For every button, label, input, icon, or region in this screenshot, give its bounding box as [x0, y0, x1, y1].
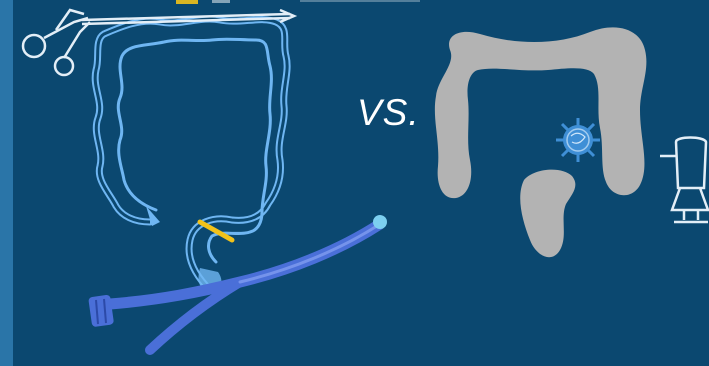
colon-outline-icon [95, 19, 287, 292]
lesion-marker [200, 222, 232, 240]
colon-silhouette-icon [435, 27, 647, 257]
top-text-fragments [176, 0, 420, 4]
vs-label: VS. [357, 94, 420, 131]
y-catheter-icon [88, 215, 387, 350]
tumor-icon [556, 118, 600, 162]
pump-icon [660, 138, 708, 223]
